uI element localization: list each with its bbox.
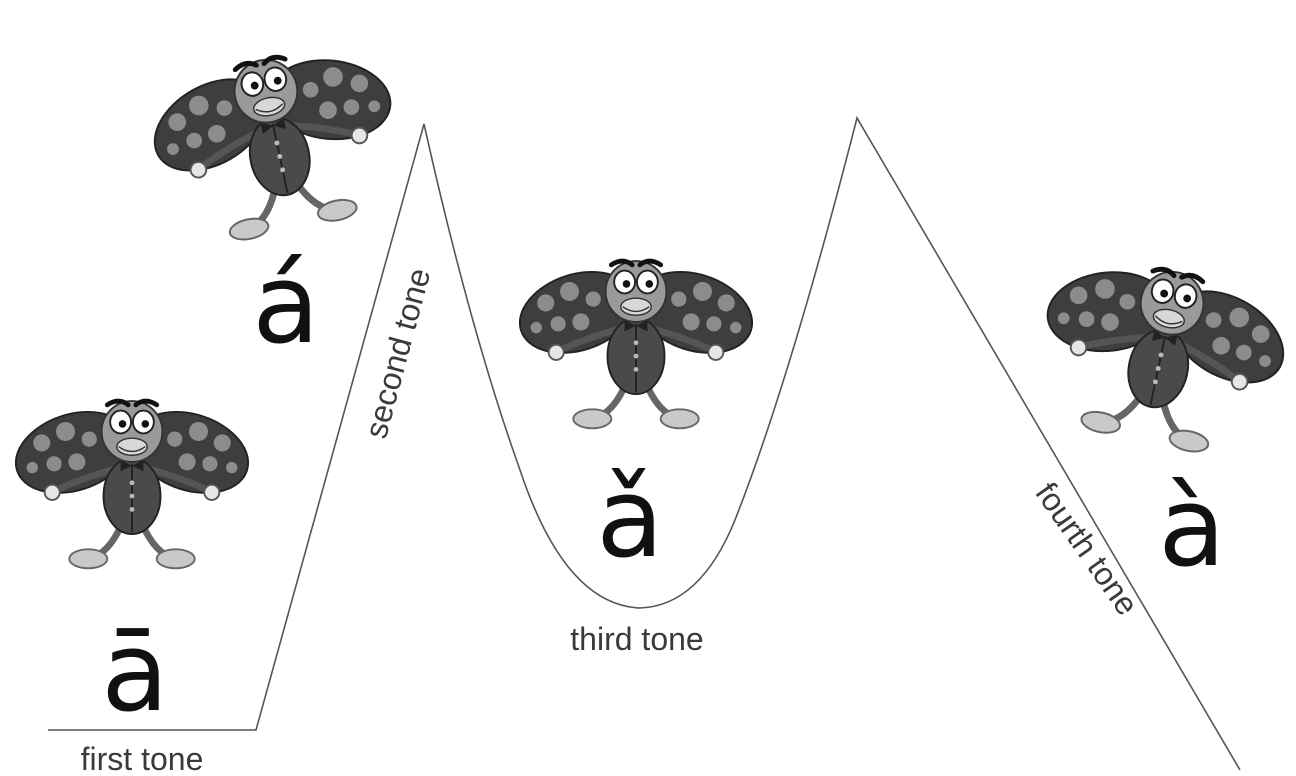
syllable-fourth-tone: à xyxy=(1158,463,1225,591)
label-third-tone: third tone xyxy=(570,621,703,657)
ladybug-second-tone-icon xyxy=(131,30,423,256)
label-second-tone: second tone xyxy=(357,264,437,442)
syllable-first-tone: ā xyxy=(101,608,168,736)
ladybug-fourth-tone-icon xyxy=(1015,242,1296,468)
tone-contour-line xyxy=(48,115,1241,771)
ladybug-first-tone-icon xyxy=(5,398,258,568)
label-first-tone: first tone xyxy=(81,741,204,776)
syllable-third-tone: ǎ xyxy=(596,454,663,582)
ladybug-third-tone-icon xyxy=(509,258,762,428)
syllable-second-tone: á xyxy=(252,240,319,368)
label-fourth-tone: fourth tone xyxy=(1028,476,1145,622)
